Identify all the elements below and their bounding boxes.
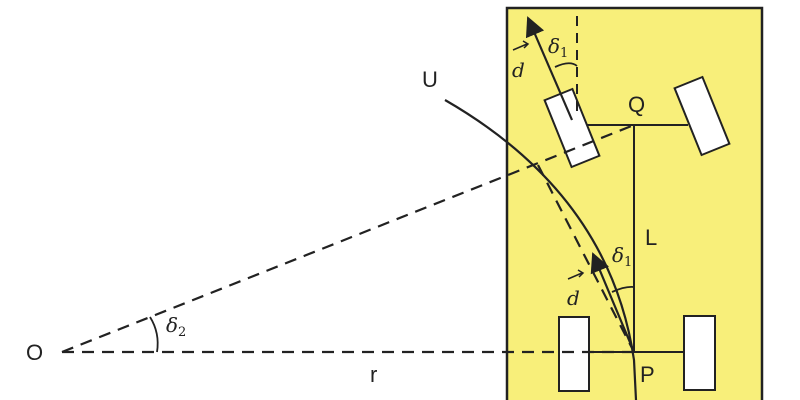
angle-arc-delta1-top	[554, 62, 578, 68]
svg-text:d: d	[567, 286, 580, 310]
label-point-O: O	[26, 340, 43, 365]
label-point-Q: Q	[628, 92, 645, 117]
front-right-wheel	[673, 75, 731, 157]
label-curve-U: U	[422, 67, 438, 92]
svg-text:d: d	[512, 58, 525, 82]
label-radius-r: r	[370, 362, 377, 387]
front-left-wheel	[543, 87, 601, 169]
angle-arc-delta1-mid	[611, 285, 635, 293]
label-vector-d-top: d	[512, 40, 530, 82]
label-delta1-mid: δ1	[612, 243, 632, 270]
label-point-P: P	[640, 362, 655, 387]
label-wheelbase-L: L	[645, 225, 657, 250]
rear-right-wheel	[683, 315, 716, 391]
dashed-line-O-Q	[61, 123, 635, 354]
label-delta1-top: δ1	[548, 34, 568, 61]
label-vector-d-mid: d	[567, 269, 585, 310]
dashed-line-front-rear	[537, 164, 635, 353]
vector-d-mid	[590, 252, 636, 353]
angle-arc-delta2	[149, 316, 159, 353]
turning-curve-U	[444, 99, 638, 400]
vector-d-top	[525, 16, 574, 121]
label-delta2: δ2	[166, 313, 186, 340]
rear-left-wheel	[558, 316, 590, 392]
